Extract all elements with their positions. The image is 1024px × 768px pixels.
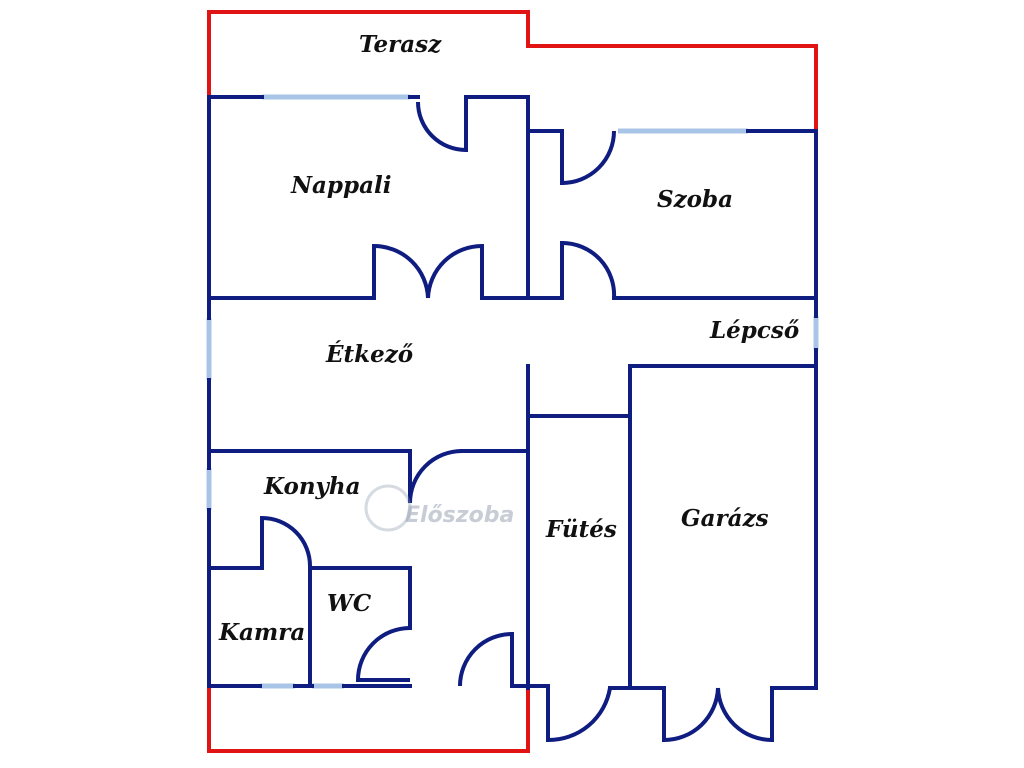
label-garazs: Garázs [681,505,769,532]
door-garazs-left [662,687,720,743]
label-lepcso: Lépcső [709,317,799,344]
terrace-boundary-line [207,10,818,129]
front-boundary-line [207,688,530,753]
label-futes: Fütés [545,516,617,543]
label-etkezo: Étkező [325,341,413,368]
room-labels: Terasz Nappali Szoba Lépcső Étkező Konyh… [218,31,799,646]
label-kamra: Kamra [218,619,305,646]
door-futes [546,687,612,743]
door-garazs-right [716,687,774,743]
door-wc [355,626,411,682]
door-nappali-double-right [426,243,484,299]
door-entrance [458,631,514,687]
label-terasz: Terasz [359,31,442,58]
door-szoba-top [561,130,616,185]
doors [260,97,774,743]
outdoor-boundary [207,10,818,753]
door-eloszoba-top [408,449,463,504]
windows [206,94,819,689]
label-konyha: Konyha [263,473,361,500]
walls [207,95,818,690]
door-nappali-double-left [372,243,430,299]
door-szoba-bottom [561,240,617,299]
door-konyha [260,515,312,568]
watermark-ring [364,484,412,532]
label-nappali: Nappali [290,172,391,199]
label-eloszoba: Előszoba [405,503,514,528]
watermark-logo [364,484,412,532]
label-wc: WC [327,590,372,617]
door-nappali-terrace [416,97,468,153]
label-szoba: Szoba [657,186,733,213]
